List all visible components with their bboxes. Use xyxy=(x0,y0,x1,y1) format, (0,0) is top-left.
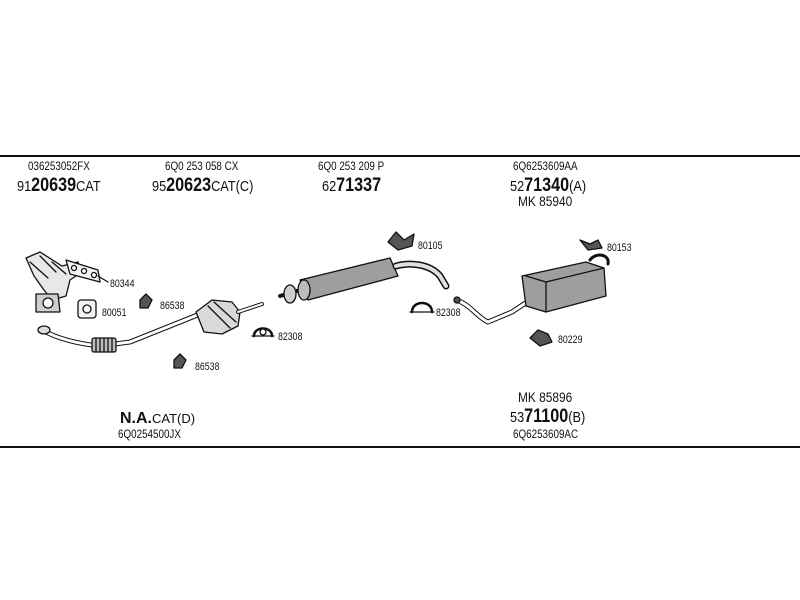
part-number-2: 6Q0 253 058 CX xyxy=(165,159,239,173)
callout-80153: 80153 xyxy=(607,242,632,254)
bottom-left-part-number: 6Q0254500JX xyxy=(118,427,181,441)
intermediate-pipe-icon xyxy=(453,296,533,325)
part-code-3: 6271337 xyxy=(322,175,382,196)
bottom-divider-line xyxy=(0,446,800,448)
hanger-bracket-icon xyxy=(579,239,603,251)
rubber-mount-icon xyxy=(529,329,553,347)
callout-80051: 80051 xyxy=(102,307,127,319)
na-cat-label: N.A.CAT(D) xyxy=(120,410,196,427)
rear-muffler-icon xyxy=(521,253,610,313)
flange-gasket-icon xyxy=(77,299,97,319)
pipe-clamp-icon xyxy=(409,301,435,314)
top-divider-line xyxy=(0,155,800,157)
part-code-4: 5271340(A) xyxy=(510,175,587,196)
mk-code-4: MK 85940 xyxy=(518,193,573,209)
part-number-4: 6Q6253609AA xyxy=(513,159,578,173)
part-number-1: 036253052FX xyxy=(28,159,90,173)
bottom-right-part-number: 6Q6253609AC xyxy=(513,427,579,441)
pipe-clamp-icon xyxy=(251,327,275,338)
rubber-hanger-icon xyxy=(139,293,187,369)
mk-code-bottom: MK 85896 xyxy=(518,389,573,405)
callout-86538-a: 86538 xyxy=(160,300,185,312)
callout-86538-b: 86538 xyxy=(195,361,220,373)
callout-80229: 80229 xyxy=(558,334,583,346)
part-code-1: 9120639CAT xyxy=(17,175,101,196)
callout-82308-a: 82308 xyxy=(278,331,303,343)
front-pipe-icon xyxy=(37,311,203,353)
exhaust-manifold-icon xyxy=(25,251,83,313)
part-code-2: 9520623CAT(C) xyxy=(152,175,254,196)
part-code-bottom: 5371100(B) xyxy=(510,406,586,427)
callout-82308-b: 82308 xyxy=(436,307,461,319)
callout-80105: 80105 xyxy=(418,240,443,252)
callout-80344: 80344 xyxy=(110,278,135,290)
center-muffler-icon xyxy=(278,257,450,304)
manifold-gasket-icon xyxy=(65,259,109,283)
hanger-bracket-icon xyxy=(387,231,415,251)
part-number-3: 6Q0 253 209 P xyxy=(318,159,385,173)
catalytic-converter-icon xyxy=(195,299,264,335)
